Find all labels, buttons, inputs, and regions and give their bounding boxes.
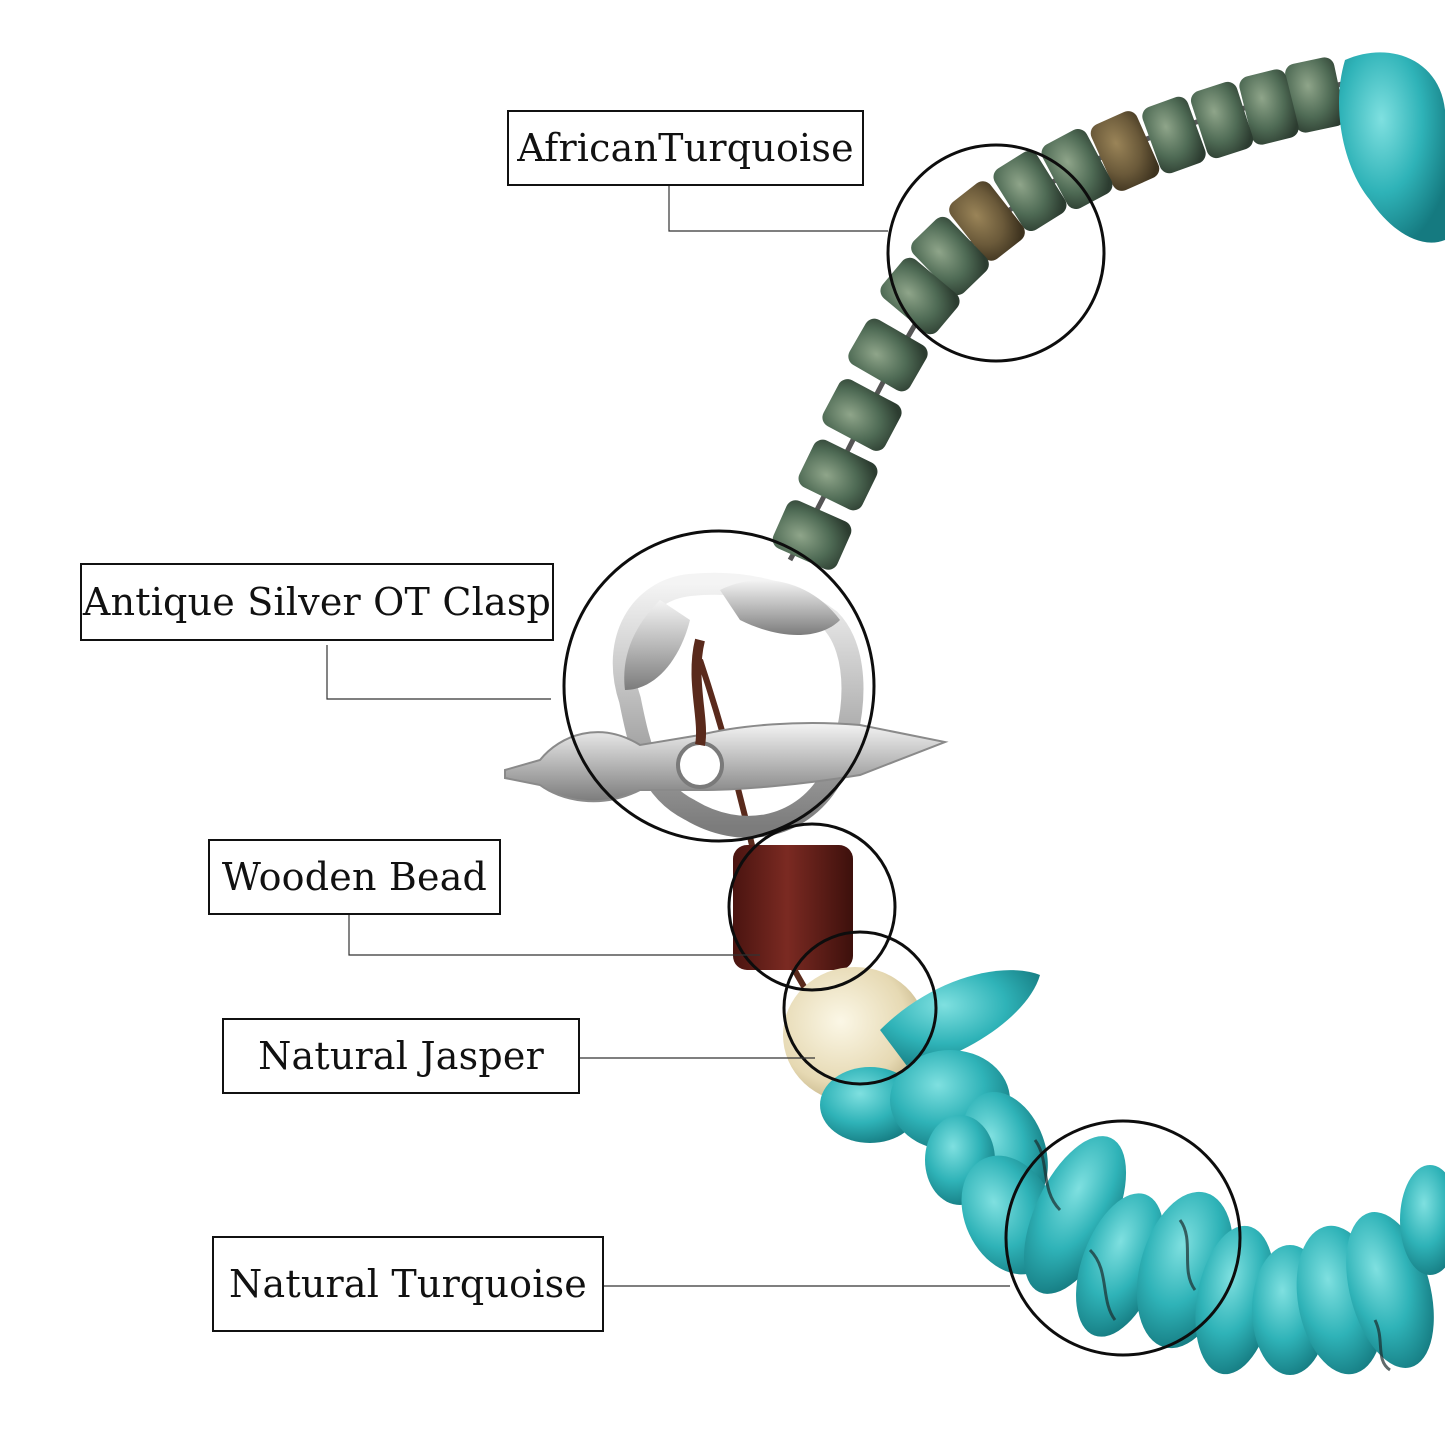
label-wooden-bead: Wooden Bead bbox=[208, 839, 501, 915]
label-natural-jasper: Natural Jasper bbox=[222, 1018, 580, 1094]
callout-circle-silver-clasp bbox=[562, 529, 876, 843]
callout-circle-natural-jasper bbox=[782, 930, 938, 1086]
silver-clasp-illustration bbox=[504, 572, 949, 838]
wooden-bead-illustration bbox=[733, 845, 853, 970]
leader-silver-clasp bbox=[326, 645, 551, 700]
leader-wooden-bead bbox=[348, 914, 760, 956]
callout-circle-natural-turquoise bbox=[1004, 1119, 1242, 1357]
african-turquoise-beads bbox=[772, 57, 1345, 570]
natural-turquoise-beads bbox=[820, 970, 1445, 1375]
leader-african-turquoise bbox=[668, 185, 888, 232]
label-silver-clasp: Antique Silver OT Clasp bbox=[80, 563, 554, 641]
label-african-turquoise: AfricanTurquoise bbox=[507, 110, 864, 186]
turquoise-nugget-top bbox=[1339, 52, 1445, 243]
callout-circle-wooden-bead bbox=[727, 822, 897, 992]
callout-circle-african-turquoise bbox=[886, 143, 1106, 363]
label-natural-turquoise: Natural Turquoise bbox=[212, 1236, 604, 1332]
jasper-bead-illustration bbox=[783, 967, 927, 1103]
